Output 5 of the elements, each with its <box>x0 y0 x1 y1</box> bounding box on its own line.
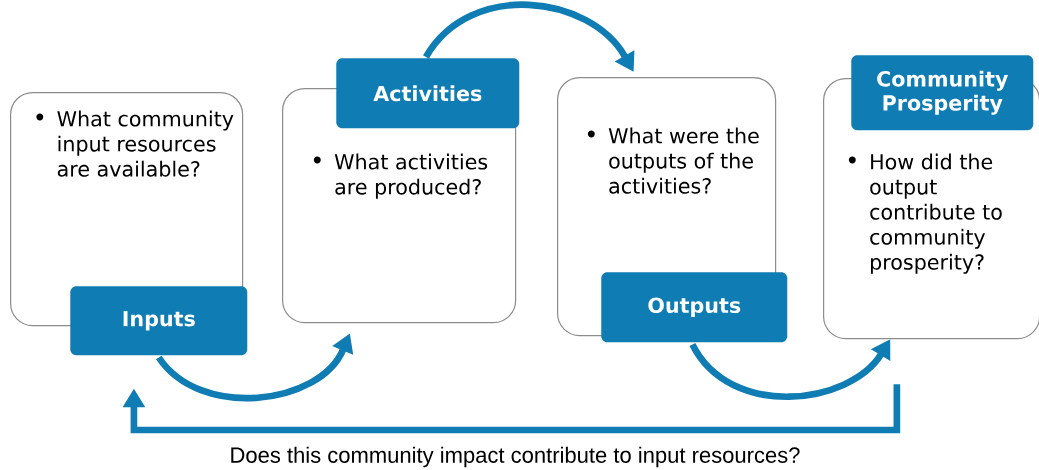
stage-label: Activities <box>336 58 520 129</box>
stage-label: Community Prosperity <box>851 55 1034 131</box>
stage-label: Inputs <box>70 286 248 356</box>
edge-label: Does this community impact contribute to input resources? <box>231 446 800 468</box>
stage-label: Outputs <box>601 272 788 343</box>
